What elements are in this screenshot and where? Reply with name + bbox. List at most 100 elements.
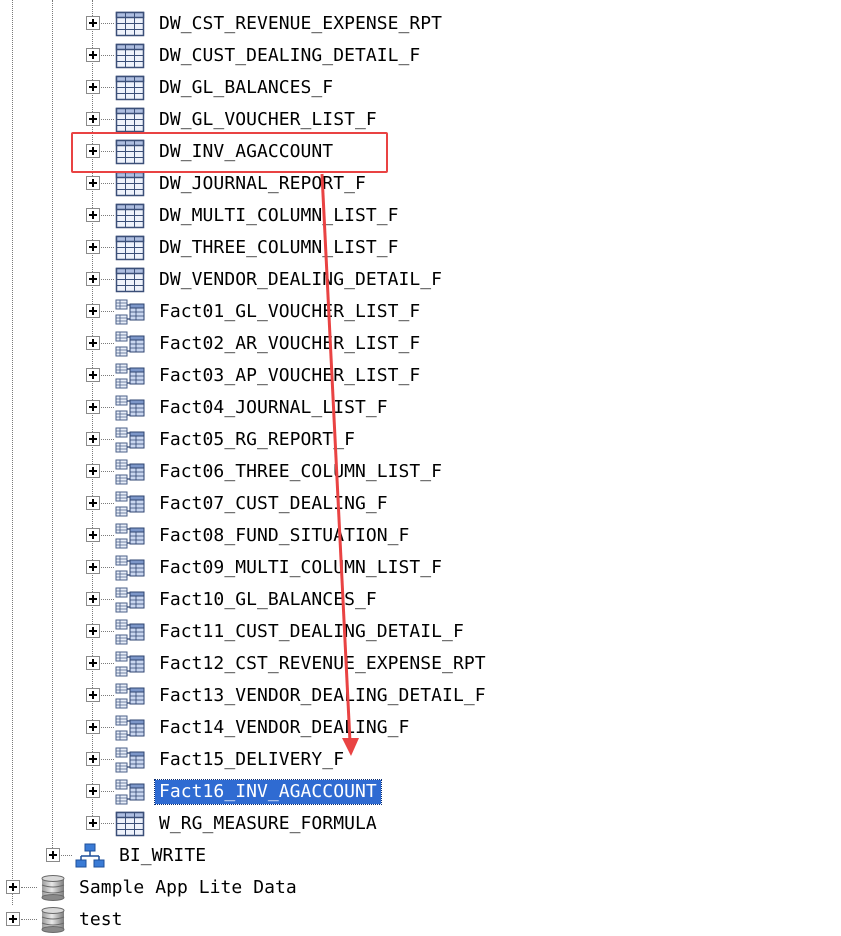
tree-connector: [101, 471, 114, 472]
tree-node-label: Fact08_FUND_SITUATION_F: [159, 525, 410, 546]
tree-node[interactable]: DW_VENDOR_DEALING_DETAIL_F: [0, 264, 841, 296]
tree-node[interactable]: DW_THREE_COLUMN_LIST_F: [0, 232, 841, 264]
tree-node-sample-app-lite-data[interactable]: Sample App Lite Data: [0, 872, 841, 904]
fact-table-icon: [115, 555, 145, 581]
tree-node-label: W_RG_MEASURE_FORMULA: [159, 813, 377, 834]
expand-toggle[interactable]: [6, 912, 20, 926]
tree-node[interactable]: Fact16_INV_AGACCOUNT: [0, 776, 841, 808]
expand-toggle[interactable]: [86, 720, 100, 734]
tree-connector: [101, 119, 114, 120]
fact-table-icon: [115, 683, 145, 709]
tree-connector: [101, 567, 114, 568]
table-icon: [115, 107, 145, 133]
tree-node[interactable]: Fact14_VENDOR_DEALING_F: [0, 712, 841, 744]
tree-node[interactable]: Fact10_GL_BALANCES_F: [0, 584, 841, 616]
expand-toggle[interactable]: [86, 592, 100, 606]
tree-connector: [101, 183, 114, 184]
tree-connector: [101, 87, 114, 88]
tree-node-label: Fact03_AP_VOUCHER_LIST_F: [159, 365, 421, 386]
tree-node-test[interactable]: test: [0, 904, 841, 936]
table-icon: [115, 171, 145, 197]
tree-connector: [101, 23, 114, 24]
tree-node[interactable]: Fact04_JOURNAL_LIST_F: [0, 392, 841, 424]
expand-toggle[interactable]: [86, 432, 100, 446]
tree-node[interactable]: Fact03_AP_VOUCHER_LIST_F: [0, 360, 841, 392]
expand-toggle[interactable]: [86, 784, 100, 798]
table-icon: [115, 75, 145, 101]
tree-node[interactable]: Fact07_CUST_DEALING_F: [0, 488, 841, 520]
database-icon: [41, 875, 65, 901]
tree-node[interactable]: Fact01_GL_VOUCHER_LIST_F: [0, 296, 841, 328]
expand-toggle[interactable]: [86, 48, 100, 62]
tree-node[interactable]: DW_INV_AGACCOUNT: [0, 136, 841, 168]
fact-table-icon: [115, 331, 145, 357]
tree-guide-line-level1: [12, 0, 13, 905]
expand-toggle[interactable]: [86, 368, 100, 382]
table-icon: [115, 235, 145, 261]
tree-connector: [101, 439, 114, 440]
expand-toggle[interactable]: [86, 112, 100, 126]
fact-table-icon: [115, 523, 145, 549]
expand-toggle[interactable]: [46, 848, 60, 862]
tree-node[interactable]: DW_CST_REVENUE_EXPENSE_RPT: [0, 8, 841, 40]
expand-toggle[interactable]: [86, 624, 100, 638]
tree-node[interactable]: Fact09_MULTI_COLUMN_LIST_F: [0, 552, 841, 584]
expand-toggle[interactable]: [86, 560, 100, 574]
tree-connector: [61, 855, 72, 856]
tree-node-label: Fact12_CST_REVENUE_EXPENSE_RPT: [159, 653, 486, 674]
tree-node[interactable]: DW_CUST_DEALING_DETAIL_F: [0, 40, 841, 72]
tree-node[interactable]: Fact05_RG_REPORT_F: [0, 424, 841, 456]
fact-table-icon: [115, 747, 145, 773]
database-icon: [41, 907, 65, 933]
expand-toggle[interactable]: [86, 752, 100, 766]
tree-connector: [101, 503, 114, 504]
tree-connector: [101, 791, 114, 792]
tree-node[interactable]: Fact11_CUST_DEALING_DETAIL_F: [0, 616, 841, 648]
tree-connector: [101, 727, 114, 728]
expand-toggle[interactable]: [86, 80, 100, 94]
expand-toggle[interactable]: [86, 528, 100, 542]
expand-toggle[interactable]: [86, 16, 100, 30]
expand-toggle[interactable]: [86, 336, 100, 350]
tree-node-label: Fact13_VENDOR_DEALING_DETAIL_F: [159, 685, 486, 706]
tree-node-label-selected: Fact16_INV_AGACCOUNT: [154, 779, 382, 805]
tree-node-label: DW_JOURNAL_REPORT_F: [159, 173, 366, 194]
tree-node-bi-write[interactable]: BI_WRITE: [0, 840, 841, 872]
tree-node[interactable]: Fact02_AR_VOUCHER_LIST_F: [0, 328, 841, 360]
tree-node[interactable]: DW_GL_BALANCES_F: [0, 72, 841, 104]
tree-node[interactable]: Fact13_VENDOR_DEALING_DETAIL_F: [0, 680, 841, 712]
tree-guide-line-level2: [52, 0, 53, 848]
tree-node-label: Fact07_CUST_DEALING_F: [159, 493, 388, 514]
expand-toggle[interactable]: [86, 464, 100, 478]
expand-toggle[interactable]: [86, 816, 100, 830]
expand-toggle[interactable]: [86, 304, 100, 318]
fact-table-icon: [115, 427, 145, 453]
expand-toggle[interactable]: [86, 400, 100, 414]
fact-table-icon: [115, 459, 145, 485]
tree-node-label: Fact09_MULTI_COLUMN_LIST_F: [159, 557, 443, 578]
tree-node[interactable]: Fact06_THREE_COLUMN_LIST_F: [0, 456, 841, 488]
expand-toggle[interactable]: [86, 144, 100, 158]
tree-node[interactable]: Fact08_FUND_SITUATION_F: [0, 520, 841, 552]
tree-connector: [101, 311, 114, 312]
expand-toggle[interactable]: [86, 656, 100, 670]
expand-toggle[interactable]: [86, 688, 100, 702]
tree-connector: [101, 663, 114, 664]
expand-toggle[interactable]: [86, 208, 100, 222]
expand-toggle[interactable]: [86, 272, 100, 286]
tree-node[interactable]: Fact12_CST_REVENUE_EXPENSE_RPT: [0, 648, 841, 680]
tree-node[interactable]: Fact15_DELIVERY_F: [0, 744, 841, 776]
tree-node[interactable]: DW_JOURNAL_REPORT_F: [0, 168, 841, 200]
expand-toggle[interactable]: [86, 176, 100, 190]
tree-node[interactable]: W_RG_MEASURE_FORMULA: [0, 808, 841, 840]
expand-toggle[interactable]: [86, 240, 100, 254]
table-icon: [115, 139, 145, 165]
tree-node-label: DW_CUST_DEALING_DETAIL_F: [159, 45, 421, 66]
tree-connector: [101, 535, 114, 536]
tree-node[interactable]: DW_MULTI_COLUMN_LIST_F: [0, 200, 841, 232]
tree-connector: [101, 247, 114, 248]
tree-node[interactable]: DW_GL_VOUCHER_LIST_F: [0, 104, 841, 136]
expand-toggle[interactable]: [86, 496, 100, 510]
tree-node-label: Fact06_THREE_COLUMN_LIST_F: [159, 461, 443, 482]
expand-toggle[interactable]: [6, 880, 20, 894]
